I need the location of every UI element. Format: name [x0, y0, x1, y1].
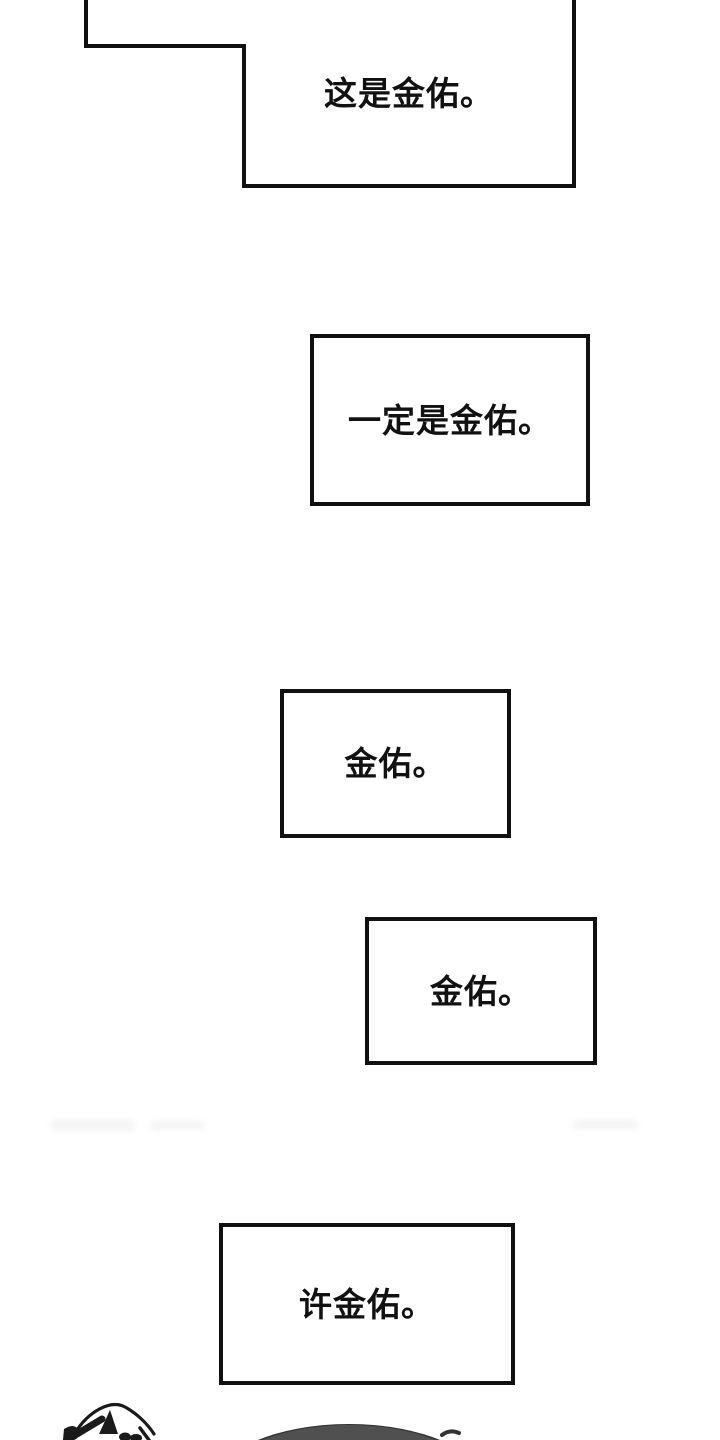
speech-bubble-2-text: 一定是金佑。: [348, 401, 552, 439]
speech-bubble-5: 许金佑。: [219, 1223, 515, 1385]
faint-smudge-left-2: [150, 1121, 205, 1130]
speech-bubble-2: 一定是金佑。: [310, 334, 590, 506]
speech-bubble-5-text: 许金佑。: [299, 1285, 435, 1323]
speech-bubble-3: 金佑。: [280, 689, 511, 838]
speech-bubble-3-text: 金佑。: [344, 745, 447, 782]
bottom-artwork: [63, 1403, 461, 1440]
ink-sketch-left: [63, 1403, 156, 1440]
speech-bubble-1: 这是金佑。: [244, 4, 574, 182]
speech-bubble-1-text: 这是金佑。: [324, 74, 494, 112]
speech-bubble-1-outline: [84, 0, 576, 188]
small-hair-stroke: [440, 1429, 461, 1437]
speech-bubble-4-text: 金佑。: [430, 972, 532, 1010]
dark-hair-arc: [257, 1424, 441, 1440]
speech-bubble-4: 金佑。: [365, 917, 597, 1065]
faint-smudge-right: [573, 1120, 639, 1130]
faint-smudge-left: [50, 1119, 135, 1131]
